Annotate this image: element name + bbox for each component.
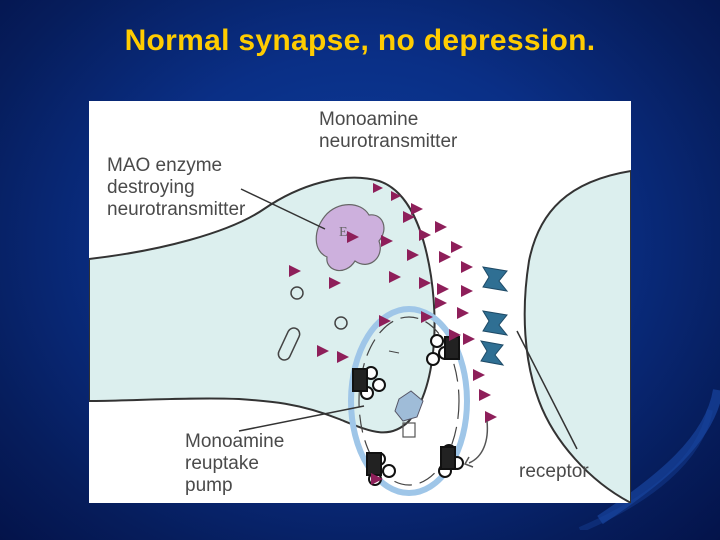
vesicle-enzyme (394, 390, 424, 422)
mao-label: MAO enzyme destroying neurotransmitter (107, 155, 245, 221)
monoamine-neurotransmitter-label: Monoamine neurotransmitter (319, 109, 457, 153)
monoamine-label-line-1: Monoamine (319, 109, 419, 130)
mao-enzyme-letter: E (339, 225, 348, 240)
reuptake-vesicle (348, 306, 470, 496)
mao-label-line-3: neurotransmitter (107, 199, 246, 220)
slide-title: Normal synapse, no depression. (124, 24, 596, 57)
reuptake-pumps (352, 334, 464, 486)
receptor-group (480, 266, 509, 366)
background-swoosh (578, 389, 720, 530)
reuptake-label-line-1: Monoamine (185, 431, 285, 452)
receptor-label-line-1: receptor (519, 461, 589, 482)
mao-label-line-2: destroying (107, 177, 195, 198)
synapse-drawing: E (89, 169, 631, 503)
mao-label-line-1: MAO enzyme (107, 155, 223, 176)
monoamine-label-line-2: neurotransmitter (319, 131, 458, 152)
reuptake-pointer-line (238, 405, 365, 432)
neurotransmitter-molecules (289, 183, 497, 485)
postsynaptic-neuron (523, 169, 631, 503)
reuptake-label-line-3: pump (185, 475, 233, 496)
synapse-diagram: E (89, 101, 631, 503)
reuptake-pump-label: Monoamine reuptake pump (185, 431, 284, 497)
receptor-label: receptor (519, 461, 589, 483)
receptor-pointer-line (516, 330, 578, 450)
reuptake-label-line-2: reuptake (185, 453, 259, 474)
mao-pointer-line (240, 188, 326, 230)
